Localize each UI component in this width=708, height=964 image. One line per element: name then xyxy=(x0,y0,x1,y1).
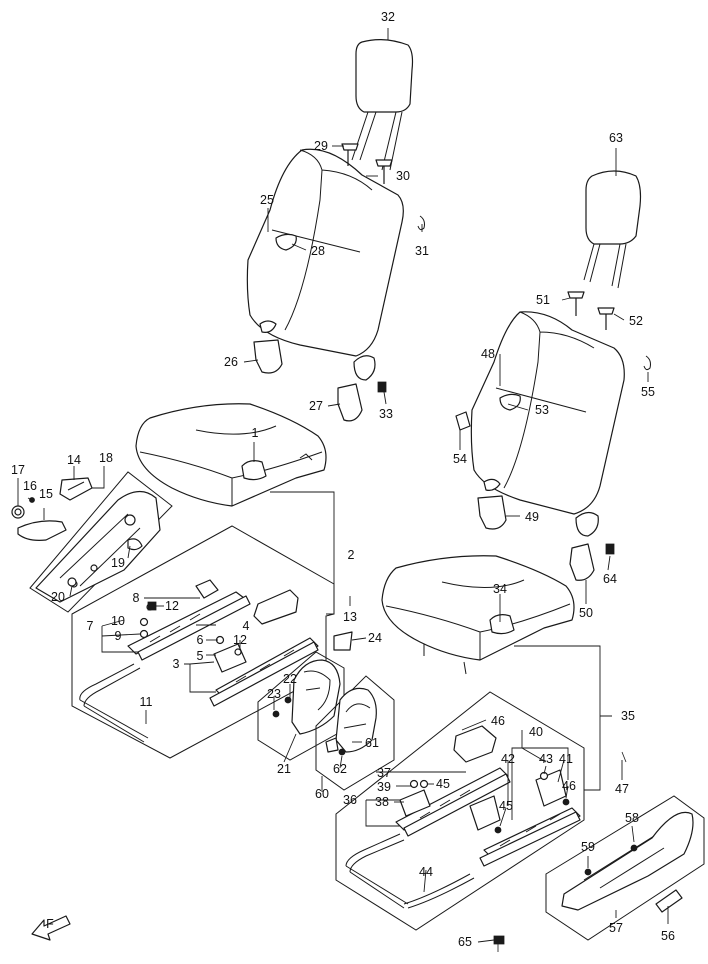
callout-50: 50 xyxy=(579,606,593,620)
callout-6: 6 xyxy=(197,633,204,647)
callout-54: 54 xyxy=(453,452,467,466)
callout-2: 2 xyxy=(348,548,355,562)
callout-44: 44 xyxy=(419,865,433,879)
callout-10: 10 xyxy=(111,614,125,628)
belt-buckle-trim-box xyxy=(315,675,395,791)
passenger-adjuster-box xyxy=(335,691,585,931)
leader-lines xyxy=(17,28,669,943)
callout-32: 32 xyxy=(381,10,395,24)
callout-64: 64 xyxy=(603,572,617,586)
passenger-seat-cushion xyxy=(381,555,575,675)
passenger-side-cover xyxy=(561,811,694,913)
callout-19: 19 xyxy=(111,556,125,570)
callout-52: 52 xyxy=(629,314,643,328)
callout-40: 40 xyxy=(529,725,543,739)
direction-arrow-label: F xyxy=(46,917,54,931)
callout-26: 26 xyxy=(224,355,238,369)
callout-27: 27 xyxy=(309,399,323,413)
callout-33: 33 xyxy=(379,407,393,421)
driver-adjuster-rails xyxy=(79,579,319,743)
callout-23: 23 xyxy=(267,687,281,701)
callout-43: 43 xyxy=(539,752,553,766)
driver-headrest xyxy=(351,39,414,171)
passenger-side-cover-box xyxy=(545,795,705,941)
callout-11: 11 xyxy=(140,695,153,709)
callout-62: 62 xyxy=(333,762,347,776)
callout-48: 48 xyxy=(481,347,495,361)
callout-21: 21 xyxy=(277,762,291,776)
callout-20: 20 xyxy=(51,590,65,604)
callout-5: 5 xyxy=(197,649,204,663)
callout-12a: 12 xyxy=(165,599,179,613)
driver-seat-cushion xyxy=(135,403,327,507)
callout-49: 49 xyxy=(525,510,539,524)
belt-buckle-trim xyxy=(325,687,377,756)
callout-36: 36 xyxy=(343,793,357,807)
callout-46a: 46 xyxy=(491,714,505,728)
callout-13: 13 xyxy=(343,610,357,624)
callout-12b: 12 xyxy=(233,633,247,647)
callout-8: 8 xyxy=(133,591,140,605)
callout-29: 29 xyxy=(314,139,328,153)
callout-28: 28 xyxy=(311,244,325,258)
callout-45b: 45 xyxy=(499,799,513,813)
callout-labels: 1 2 3 4 5 6 7 8 9 10 11 12 12 13 14 15 1… xyxy=(11,10,675,949)
callout-58: 58 xyxy=(625,811,639,825)
callout-15: 15 xyxy=(39,487,53,501)
callout-60: 60 xyxy=(315,787,329,801)
callout-47: 47 xyxy=(615,782,629,796)
callout-38: 38 xyxy=(375,795,389,809)
callout-61: 61 xyxy=(365,736,379,750)
callout-16: 16 xyxy=(23,479,37,493)
callout-57: 57 xyxy=(609,921,623,935)
inner-belt-trim xyxy=(272,631,353,735)
callout-34: 34 xyxy=(493,582,507,596)
callout-24: 24 xyxy=(368,631,382,645)
callout-7: 7 xyxy=(87,619,94,633)
callout-63: 63 xyxy=(609,131,623,145)
driver-seatback xyxy=(246,148,404,381)
driver-seatback-hinge-covers xyxy=(253,339,387,422)
callout-45a: 45 xyxy=(436,777,450,791)
callout-56: 56 xyxy=(661,929,675,943)
callout-39: 39 xyxy=(377,780,391,794)
callout-4: 4 xyxy=(243,619,250,633)
callout-65: 65 xyxy=(458,935,472,949)
callout-59: 59 xyxy=(581,840,595,854)
callout-51: 51 xyxy=(536,293,550,307)
callout-9: 9 xyxy=(115,629,122,643)
recline-knob-and-handle xyxy=(11,477,93,587)
callout-14: 14 xyxy=(67,453,81,467)
driver-adjuster-box xyxy=(71,525,335,759)
callout-18: 18 xyxy=(99,451,113,465)
callout-22: 22 xyxy=(283,672,297,686)
callout-30: 30 xyxy=(396,169,410,183)
passenger-seatback xyxy=(470,311,625,537)
bolts xyxy=(147,601,627,952)
callout-55: 55 xyxy=(641,385,655,399)
forward-direction-arrow: F xyxy=(31,915,71,941)
passenger-headrest xyxy=(583,170,642,289)
callout-42: 42 xyxy=(501,752,515,766)
callout-31: 31 xyxy=(415,244,429,258)
callout-25: 25 xyxy=(260,193,274,207)
driver-headrest-guides xyxy=(341,143,425,231)
callout-3: 3 xyxy=(173,657,180,671)
callout-17: 17 xyxy=(11,463,25,477)
passenger-headrest-guides xyxy=(567,291,651,371)
lever-group-box xyxy=(29,471,173,613)
callout-35: 35 xyxy=(621,709,635,723)
callout-37: 37 xyxy=(377,766,391,780)
callout-53: 53 xyxy=(535,403,549,417)
callout-1: 1 xyxy=(252,426,259,440)
callout-41: 41 xyxy=(559,752,573,766)
passenger-seatback-hinge-covers xyxy=(455,411,615,581)
passenger-adjuster-rails xyxy=(345,725,581,909)
callout-46b: 46 xyxy=(562,779,576,793)
